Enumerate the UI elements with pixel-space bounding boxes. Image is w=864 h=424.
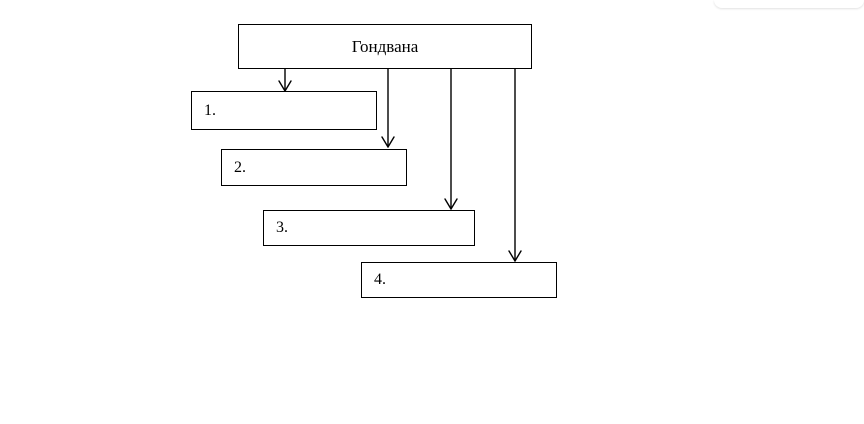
arrow-head-4 [508,250,522,262]
root-label: Гондвана [351,36,419,56]
answer-box-4[interactable]: 4. [361,262,557,298]
corner-decoration [714,0,864,8]
arrow-head-2 [381,136,395,148]
answer-box-3[interactable]: 3. [263,210,475,246]
answer-box-3-label: 3. [276,219,288,236]
arrow-head-1 [278,80,292,92]
answer-box-4-label: 4. [374,271,386,288]
answer-box-1-label: 1. [204,101,216,119]
answer-box-2[interactable]: 2. [221,149,407,186]
answer-box-1[interactable]: 1. [191,91,377,130]
root-box-gondwana: Гондвана [238,24,532,69]
arrow-head-3 [444,198,458,210]
answer-box-2-label: 2. [234,158,246,176]
